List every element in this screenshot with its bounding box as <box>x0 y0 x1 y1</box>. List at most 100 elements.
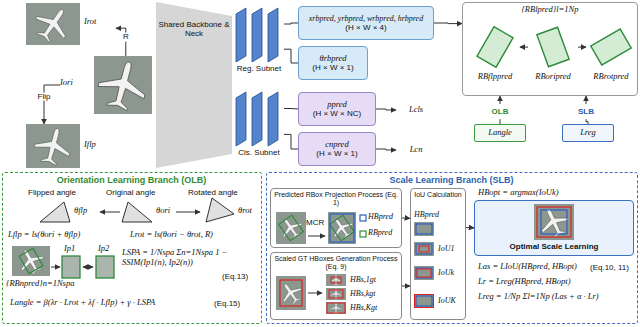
backbone-neck: Shared Backbone & Neck <box>156 2 232 168</box>
branch-tag: SLB <box>566 104 606 119</box>
angle-icons <box>40 198 234 222</box>
annotation-label: (Eq.13) <box>222 272 258 281</box>
connector <box>402 218 410 219</box>
annotation-label: (Eq.15) <box>214 299 254 308</box>
process-box: Scaled GT HBoxes Generation Process (Eq.… <box>270 252 402 320</box>
annotation-label: Lr = Lreg(HBpred, HBopt) <box>478 277 588 287</box>
annotation-label: IoU1 <box>438 244 464 253</box>
annotation-label: Ip1 <box>64 244 82 254</box>
node-text: Optimal Scale Learning <box>475 242 633 251</box>
annotation-label: θflp <box>74 206 96 216</box>
annotation-label: MCR <box>306 218 328 227</box>
node-text: xrbpred, yrbpred, wrbpred, hrbpred <box>309 14 423 23</box>
annotation-label: Langle = β(λr · Lrot + λf · Lflp) + γ · … <box>10 298 210 308</box>
node-text: Iflp <box>84 140 114 150</box>
loss-term: Lcls <box>396 101 436 119</box>
node-text: Lreg <box>580 128 596 138</box>
node-text: {RBlpred}l=1Np <box>463 5 637 15</box>
node-text: (H × W × 1) <box>316 149 357 158</box>
node-text: SLB <box>578 107 594 116</box>
node-text: Orientation Learning Branch (OLB) <box>3 175 260 185</box>
annotation-label: Rotated angle <box>188 188 248 197</box>
connector <box>434 23 462 25</box>
edge-label: R <box>122 33 130 42</box>
node-text: Irot <box>84 17 114 27</box>
process-box: Optimal Scale Learning <box>474 200 634 256</box>
annotation-label: (Eq.10, 11) <box>590 263 636 272</box>
node-text: Reg. Subnet <box>234 64 284 73</box>
annotation-label: HBopt = argmax(IoUk) <box>478 188 628 198</box>
node-text: (H × W × NC) <box>313 109 361 118</box>
loss-term: Lcn <box>396 141 436 159</box>
node-text: (H × W × 1) <box>312 63 353 72</box>
input-image: Irot <box>26 3 116 45</box>
annotation-label: HBs,Kgt <box>350 303 390 312</box>
subnet-block: Reg. Subnet <box>234 6 284 78</box>
rbox: RBflppred <box>470 24 520 90</box>
node-text: Predicted RBox Projection Process (Eq. 1… <box>273 191 399 207</box>
shape <box>26 124 116 168</box>
node-text: RBoripred <box>528 72 578 82</box>
annotation-label: Lflp = ls(θori + θflp) <box>8 230 126 240</box>
node-text: Lcn <box>410 145 423 155</box>
connector <box>402 285 410 286</box>
annotation-label: Lrot = ls(θori − θrot, R) <box>130 230 258 240</box>
connector <box>284 134 298 149</box>
scaled-gt-illustration <box>276 274 346 314</box>
input-image: Iori <box>60 56 154 114</box>
connector <box>466 227 474 228</box>
node-text: θrbpred <box>320 54 347 64</box>
connector <box>376 149 396 150</box>
node-text: Shared Backbone & Neck <box>158 20 230 38</box>
shape <box>60 56 154 114</box>
node-text: Lcls <box>409 105 423 115</box>
annotation-label: Lreg = 1/Np Σl=1Np (Las + α · Lr) <box>478 292 634 302</box>
iou-illustration <box>414 222 434 308</box>
loss-box: Langle <box>474 124 526 142</box>
annotation-label: {RBnpred}n=1Nspa <box>6 279 76 289</box>
annotation-label: HBpred <box>368 212 400 221</box>
annotation-label: IoUk <box>438 268 464 277</box>
node-text: (H × W × 4) <box>345 23 386 32</box>
connector <box>376 109 396 110</box>
node-text: OLB <box>492 107 509 116</box>
node-text: Scaled GT HBoxes Generation Process (Eq.… <box>273 255 399 271</box>
connector <box>284 49 298 63</box>
connector <box>44 85 60 124</box>
annotation-label: HBs,1gt <box>350 275 390 284</box>
annotation-label: HBs,kgt <box>350 289 390 298</box>
projection-illustration <box>276 212 366 244</box>
connector <box>500 96 501 104</box>
connector <box>520 47 528 48</box>
node-text: IoU Calculation <box>412 191 464 199</box>
annotation-label: θori <box>156 206 176 216</box>
connector <box>284 108 298 110</box>
output-box: ppred(H × W × NC) <box>298 92 376 126</box>
node-text: Iori <box>60 78 90 88</box>
node-text: RBflppred <box>470 72 520 82</box>
annotation-label: Ip2 <box>98 244 116 254</box>
node-text: Cls. Subnet <box>234 148 284 157</box>
input-image: Iflp <box>26 124 116 168</box>
node-text: RBrotpred <box>586 72 636 82</box>
connector <box>586 96 587 104</box>
loss-box: Lreg <box>562 124 614 142</box>
node-text: ppred <box>327 100 347 110</box>
annotation-label: IoUK <box>438 296 464 305</box>
annotation-label: Original angle <box>106 188 170 197</box>
annotation-label: LSPA = 1/Nspa Σn=1Nspa 1 − SSIM(Ip1(n), … <box>122 248 260 268</box>
output-box: θrbpred(H × W × 1) <box>298 46 368 80</box>
rbox: RBrotpred <box>586 24 636 90</box>
node-text: Langle <box>488 128 512 138</box>
annotation-label: HBpred <box>414 210 462 219</box>
connector <box>284 23 298 24</box>
shape <box>26 3 116 45</box>
annotation-label: RBpred <box>368 228 400 237</box>
rbox: RBoripred <box>528 24 578 90</box>
edge-label: Flip <box>37 92 52 101</box>
node-text: Scale Learning Branch (SLB) <box>267 175 636 185</box>
node-text: cnpred <box>325 140 348 150</box>
output-box: xrbpred, yrbpred, wrbpred, hrbpred(H × W… <box>298 6 434 40</box>
connector <box>578 47 586 48</box>
